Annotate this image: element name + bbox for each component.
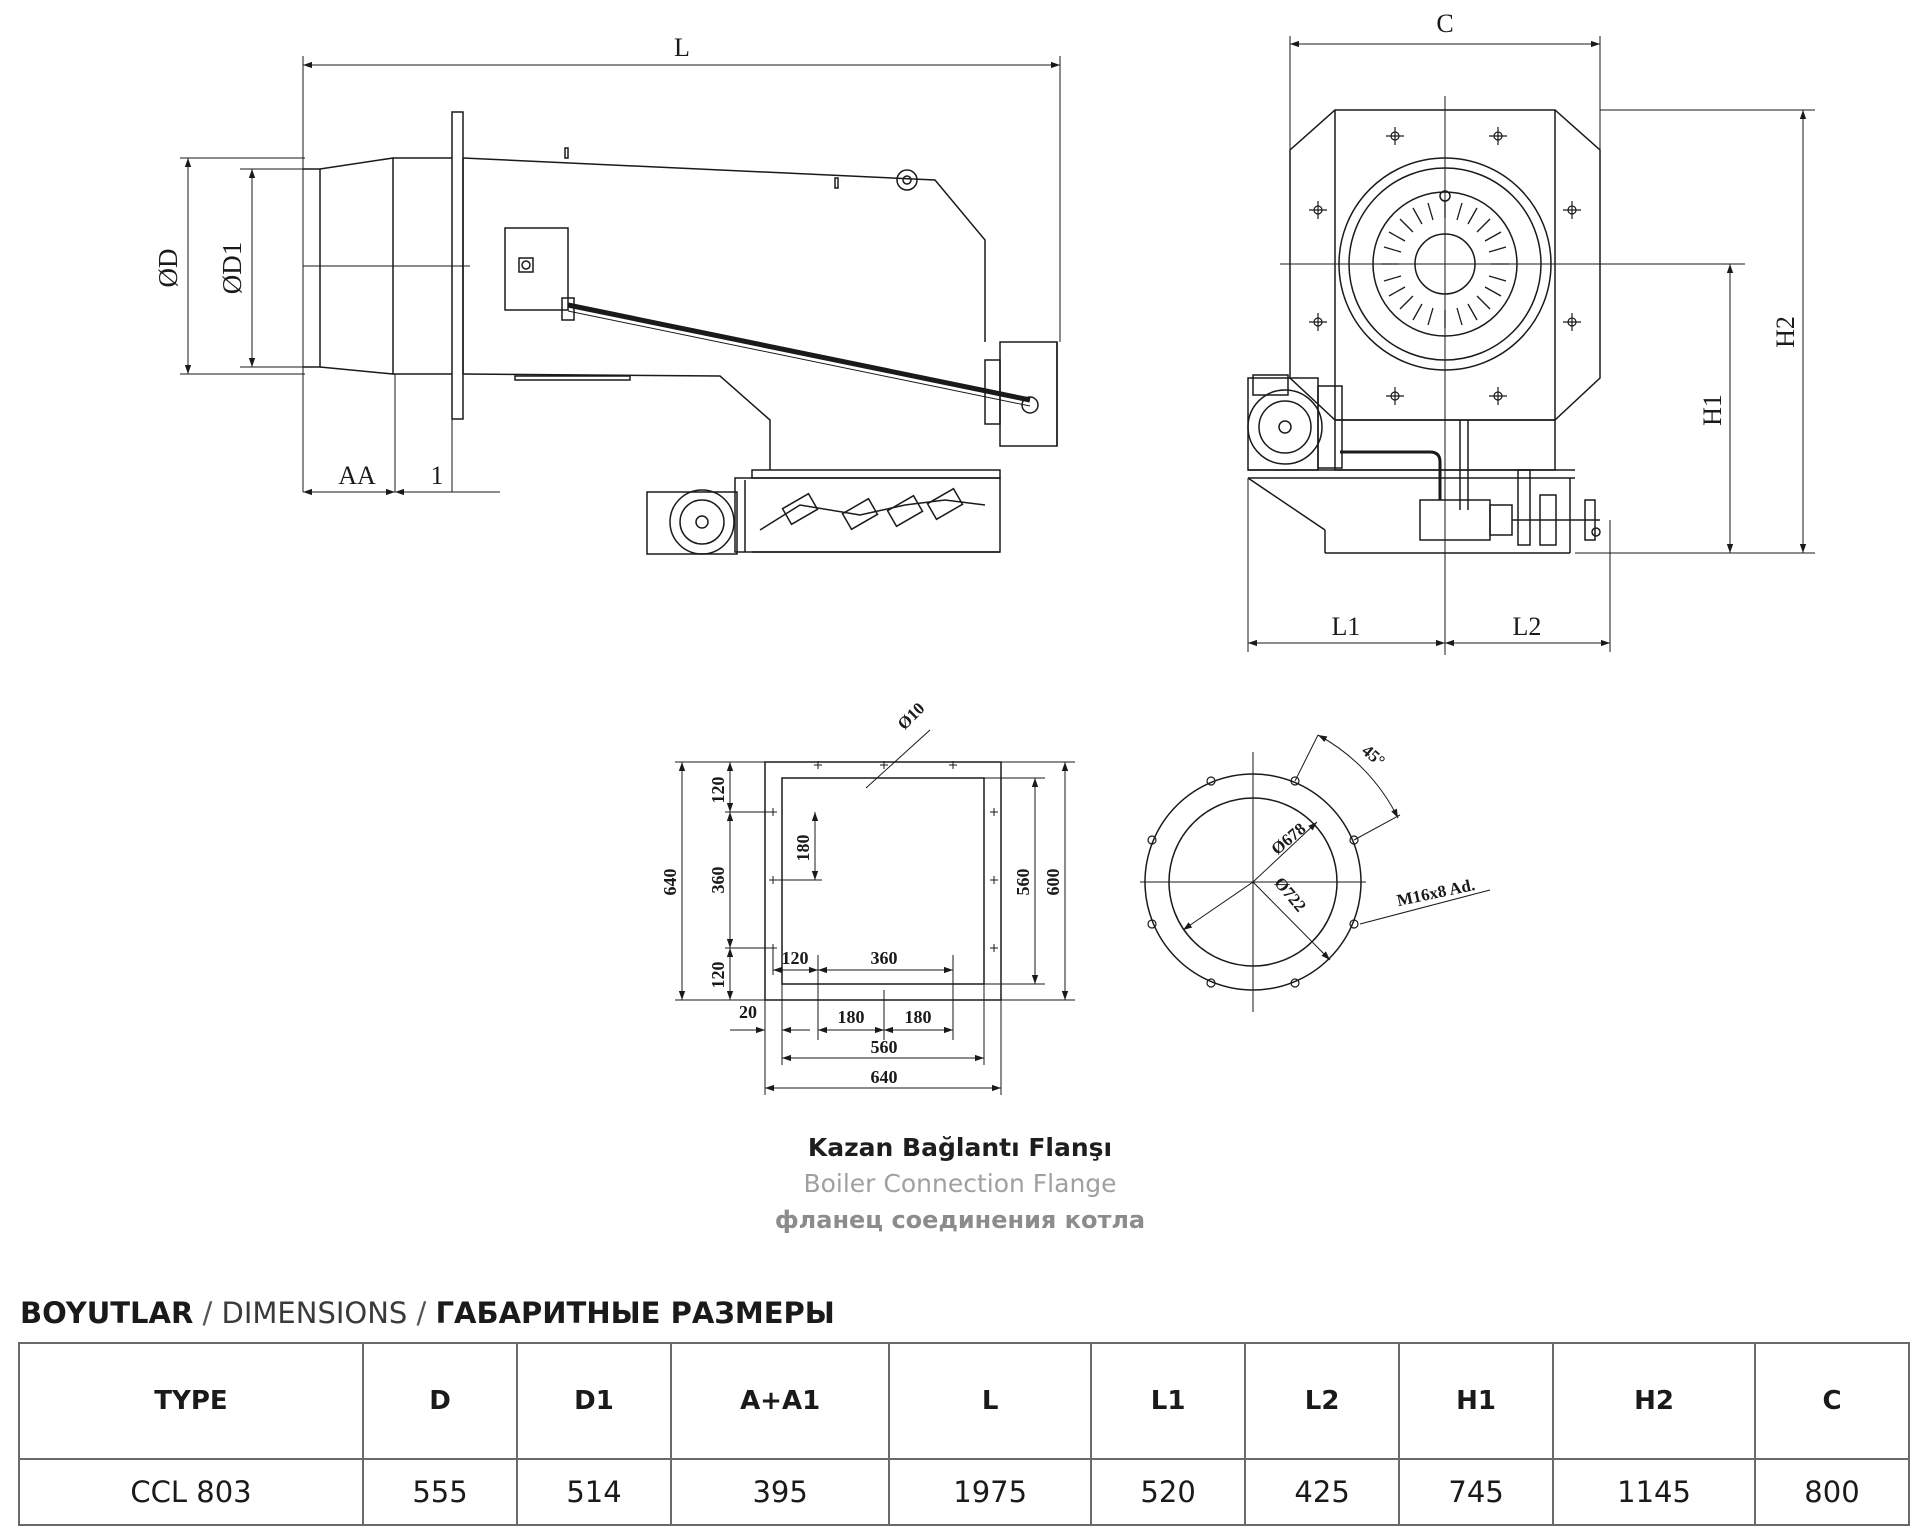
flange-dim-v180: 180	[793, 835, 813, 862]
dim-label-aa: AA	[338, 461, 376, 490]
dimensions-table: TYPE D D1 A+A1 L L1 L2 H1 H2 C CCL 803 5…	[18, 1342, 1911, 1526]
flange-dim-h180b: 180	[905, 1007, 932, 1027]
flange-dim-v600: 600	[1043, 869, 1063, 896]
table-cell: 520	[1090, 1458, 1247, 1526]
dim-label-h1: H1	[1698, 394, 1727, 426]
column-header-c: C	[1753, 1342, 1911, 1460]
flange-dim-h120: 120	[782, 948, 809, 968]
table-cell: 555	[362, 1458, 518, 1526]
dim-label-l: L	[674, 33, 690, 62]
column-header-d: D	[362, 1342, 518, 1460]
dim-label-d1: ØD1	[217, 242, 247, 295]
table-cell: 800	[1753, 1458, 1911, 1526]
column-header-h1: H1	[1398, 1342, 1555, 1460]
flange-dim-v120b: 120	[708, 962, 728, 989]
column-header-d1: D1	[516, 1342, 672, 1460]
column-header-l1: L1	[1090, 1342, 1247, 1460]
table-row: CCL 803 555 514 395 1975 520 425 745 114…	[18, 1458, 1911, 1526]
round-flange-d678-label: Ø678	[1268, 819, 1310, 858]
flange-hole-label: Ø10	[894, 699, 929, 734]
table-cell: 1975	[888, 1458, 1093, 1526]
flange-dim-h360: 360	[871, 948, 898, 968]
flange-dim-v560: 560	[1013, 869, 1033, 896]
table-cell: 395	[669, 1458, 891, 1526]
flange-dim-h560: 560	[871, 1037, 898, 1057]
round-flange-angle-label: 45°	[1358, 741, 1388, 771]
dimensions-heading: BOYUTLAR / DIMENSIONS / ГАБАРИТНЫЕ РАЗМЕ…	[20, 1296, 835, 1330]
flange-dim-h180a: 180	[838, 1007, 865, 1027]
dim-label-d: ØD	[153, 249, 183, 288]
dim-label-l2: L2	[1513, 612, 1542, 641]
flange-caption: Kazan Bağlantı Flanşı Boiler Connection …	[0, 1130, 1920, 1238]
table-cell-type: CCL 803	[18, 1458, 364, 1526]
heading-separator: /	[193, 1296, 222, 1330]
column-header-l2: L2	[1244, 1342, 1401, 1460]
heading-russian: ГАБАРИТНЫЕ РАЗМЕРЫ	[435, 1296, 835, 1330]
dim-label-1: 1	[431, 461, 444, 490]
square-flange	[675, 729, 1075, 1095]
technical-drawing: L ØD ØD1 AA 1	[153, 9, 1815, 1095]
round-flange	[1140, 734, 1491, 1012]
round-flange-d722-label: Ø722	[1270, 874, 1309, 916]
heading-turkish: BOYUTLAR	[20, 1296, 194, 1330]
column-header-type: TYPE	[18, 1342, 364, 1460]
heading-separator: /	[407, 1296, 436, 1330]
column-header-l: L	[888, 1342, 1093, 1460]
heading-english: DIMENSIONS	[221, 1296, 408, 1330]
flange-dim-v120a: 120	[708, 777, 728, 804]
caption-english: Boiler Connection Flange	[803, 1169, 1117, 1198]
caption-russian: фланец соединения котла	[774, 1206, 1146, 1234]
table-cell: 514	[516, 1458, 672, 1526]
flange-dim-h640: 640	[871, 1067, 898, 1087]
column-header-h2: H2	[1552, 1342, 1756, 1460]
table-cell: 425	[1244, 1458, 1401, 1526]
table-header-row: TYPE D D1 A+A1 L L1 L2 H1 H2 C	[18, 1342, 1911, 1460]
dim-label-h2: H2	[1771, 316, 1800, 348]
table-cell: 745	[1398, 1458, 1555, 1526]
flange-dim-v640: 640	[660, 869, 680, 896]
dim-label-l1: L1	[1332, 612, 1361, 641]
caption-turkish: Kazan Bağlantı Flanşı	[807, 1133, 1113, 1162]
round-flange-bolt-label: M16x8 Ad.	[1395, 875, 1477, 910]
column-header-a-a1: A+A1	[669, 1342, 891, 1460]
dim-label-c: C	[1436, 9, 1453, 38]
front-view	[1247, 36, 1815, 655]
table-cell: 1145	[1552, 1458, 1756, 1526]
flange-dim-h20: 20	[739, 1002, 757, 1022]
side-view	[180, 56, 1061, 555]
flange-dim-v360: 360	[708, 867, 728, 894]
